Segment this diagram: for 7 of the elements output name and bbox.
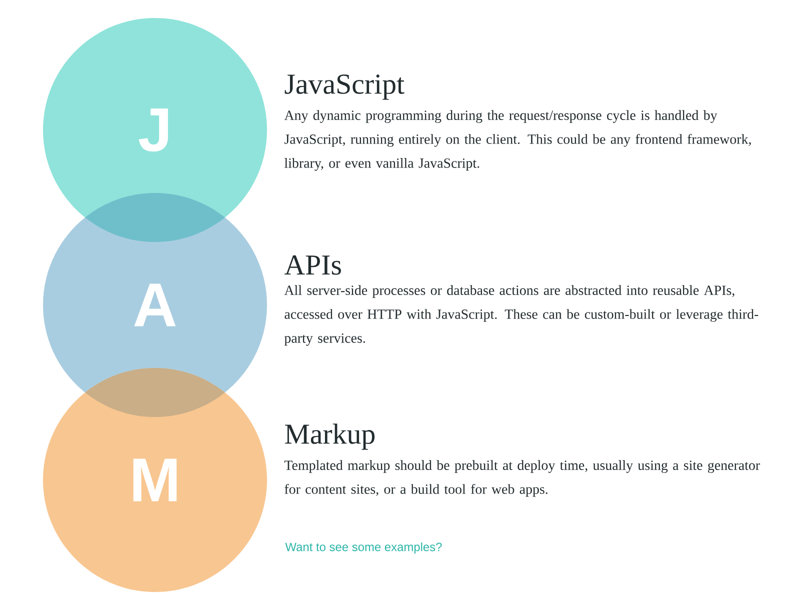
heading: JavaScript [284,74,404,100]
link: Want to see some examples? [285,542,442,554]
heading: APIs [284,255,341,275]
description: Templated markup should be prebuilt at deploy time, usually using a site generator for content sites, or a build tool for web apps. [284,460,760,497]
description: Any dynamic programming during the request/response cycle is handled by JavaScript, running entirely on the client. This could be any frontend framework, library, or even vanilla JavaScript. [284,110,751,171]
description: All server-side processes or database actions are abstracted into reusable APIs, accessed over HTTP with JavaScript. These can be custom-built or leverage third-party services. [284,285,758,346]
heading: Markup [285,424,375,450]
